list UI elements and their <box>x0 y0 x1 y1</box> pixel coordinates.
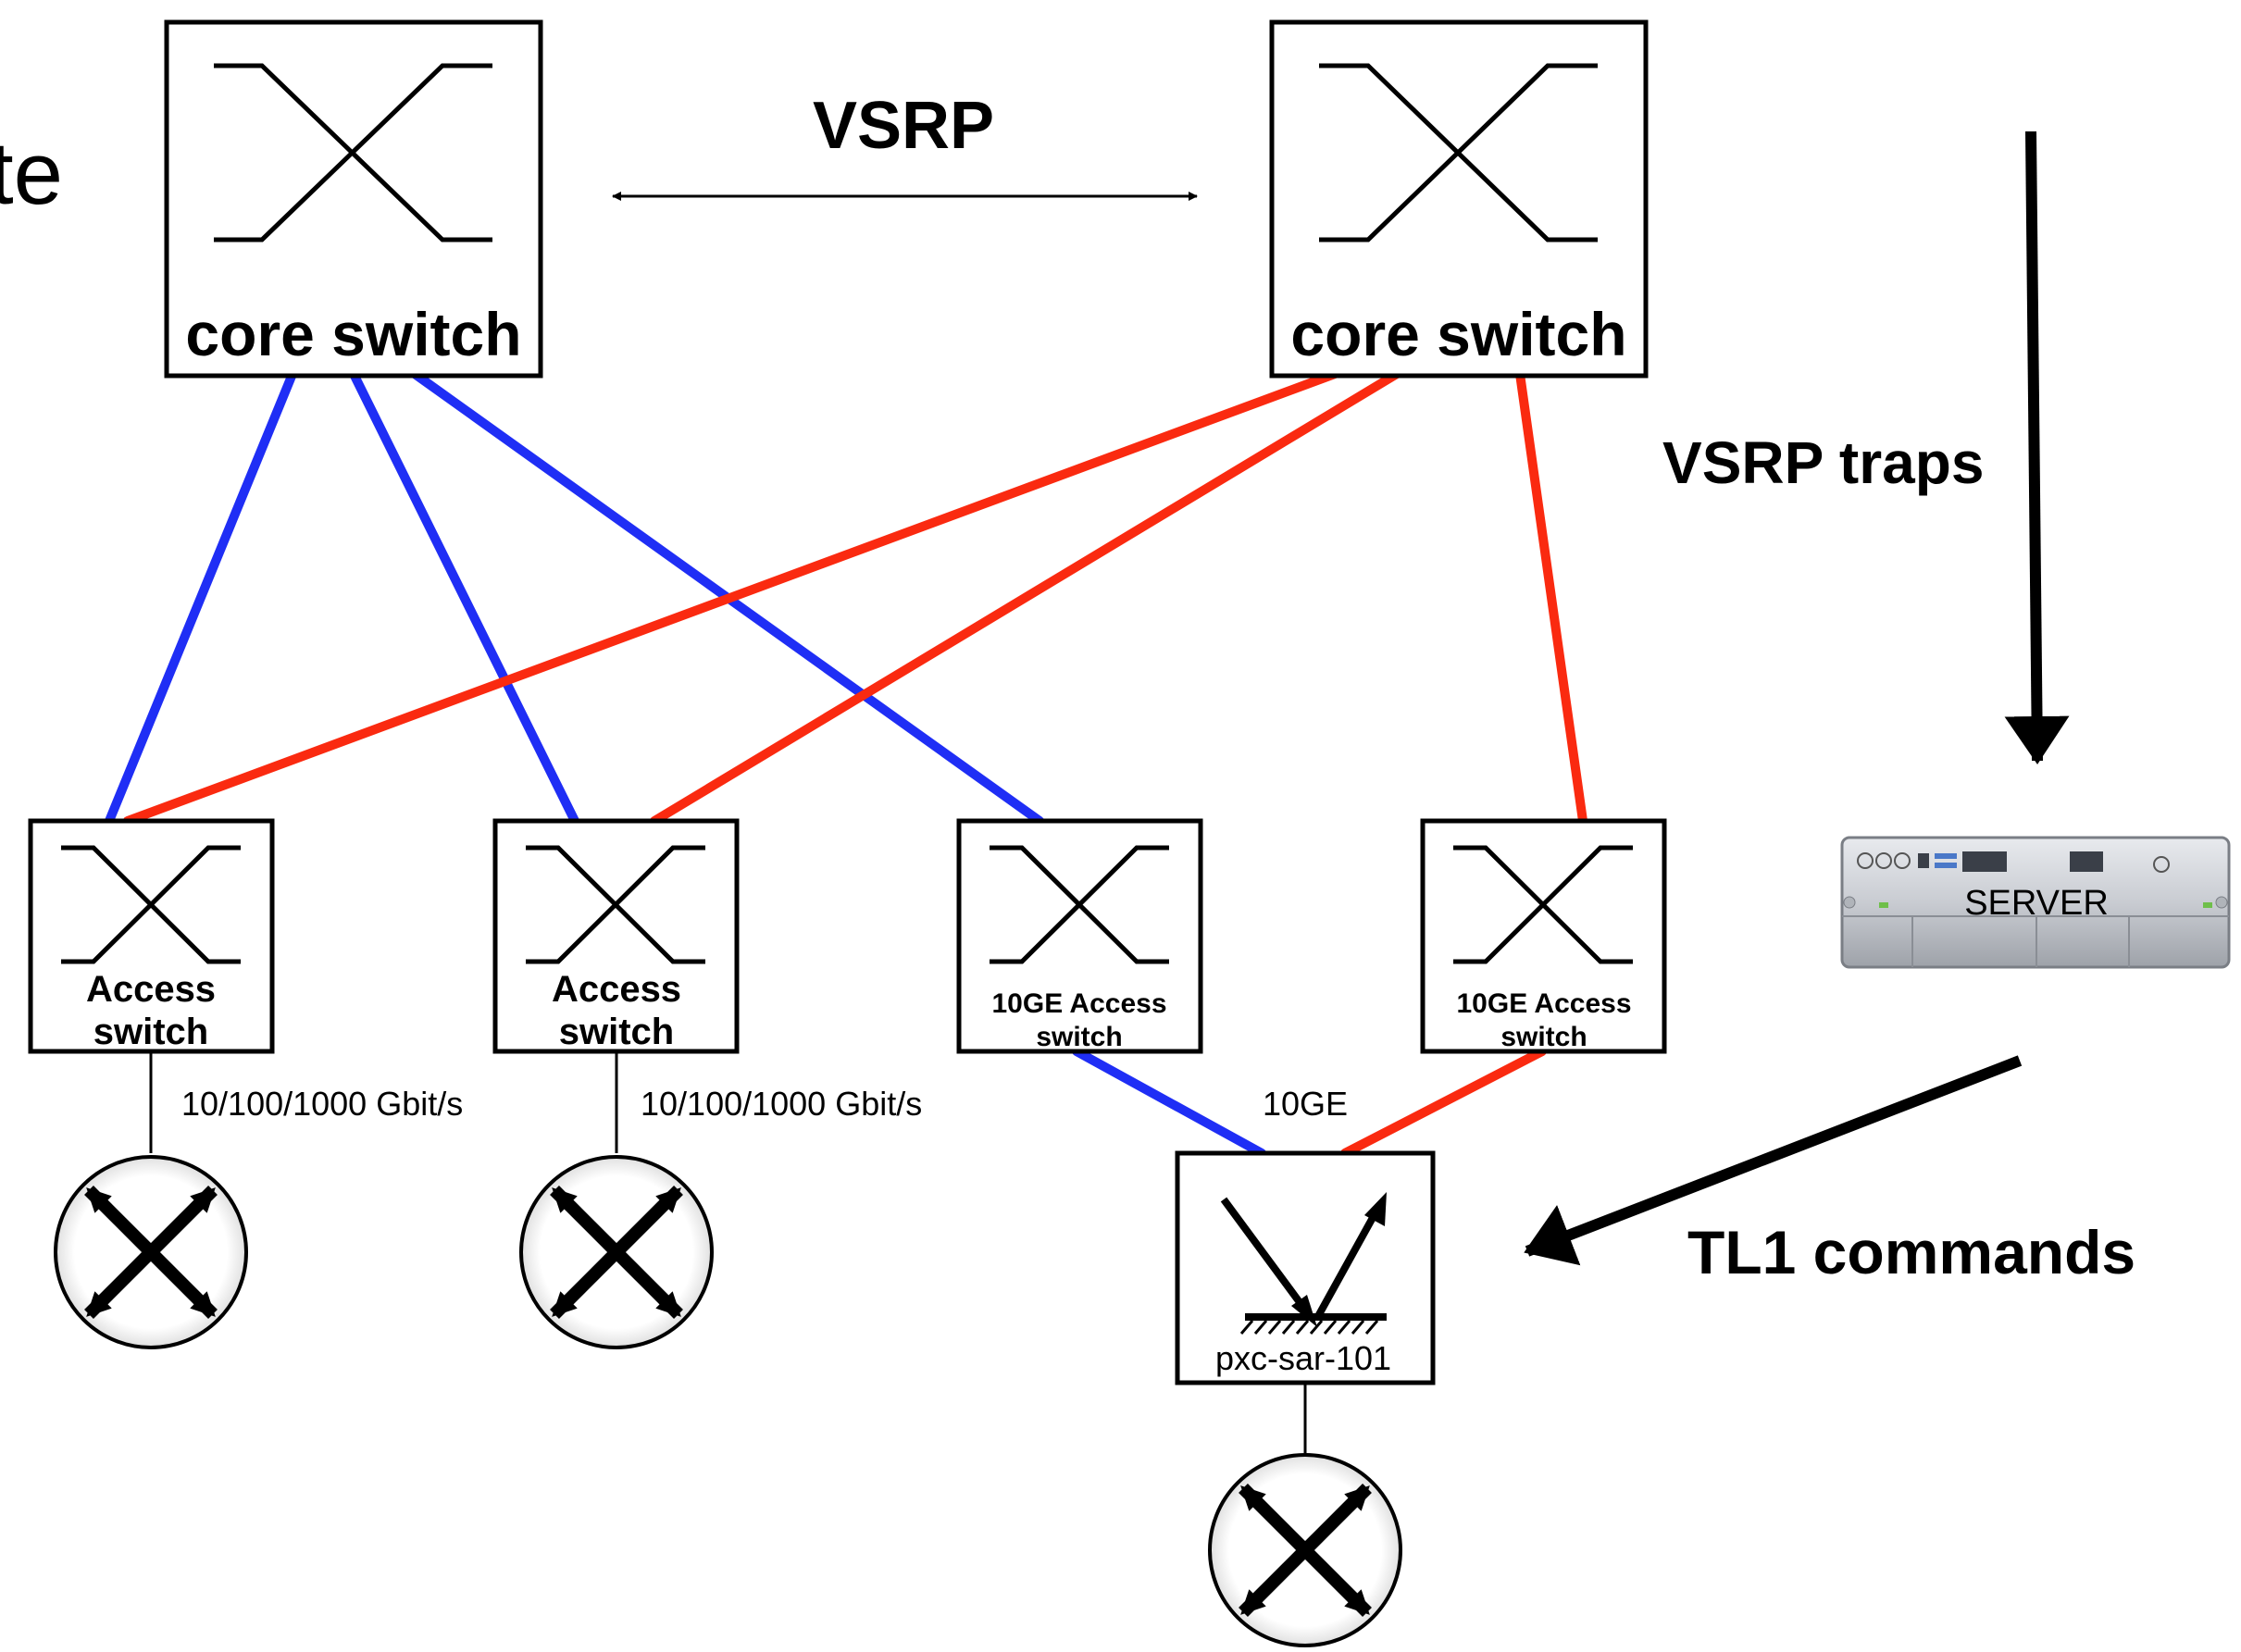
crossover-switch-icon <box>990 845 1169 964</box>
core-switch-left: core switch <box>164 19 543 379</box>
crossover-switch-icon <box>1319 63 1598 242</box>
vsrp-label: VSRP <box>813 89 994 163</box>
link-speed-label: 10/100/1000 Gbit/s <box>181 1085 463 1123</box>
access-switch-label-line2: switch <box>1500 1022 1587 1052</box>
link-core2-access2 <box>650 369 1401 826</box>
link-access3-sar <box>1072 1047 1266 1158</box>
link-access4-sar <box>1340 1047 1547 1158</box>
tl1-commands-arrow <box>1524 1055 2023 1266</box>
crossover-switch-icon <box>1453 845 1633 964</box>
router-icon <box>1239 1484 1372 1617</box>
link-core2-access1 <box>123 369 1339 826</box>
router-1 <box>54 1155 248 1349</box>
title-fragment: te <box>0 124 63 223</box>
crossover-switch-icon <box>214 63 492 242</box>
secondary-links <box>123 369 1587 1158</box>
core-switch-label: core switch <box>185 300 521 368</box>
access-switch-label-line2: switch <box>559 1012 674 1052</box>
server: SERVER <box>1840 836 2231 969</box>
link-core2-access4 <box>1515 369 1587 826</box>
sar-box: pxc-sar-101 <box>1175 1150 1436 1385</box>
access-switch-label-line1: 10GE Access <box>1456 988 1631 1019</box>
server-label: SERVER <box>1964 884 2109 923</box>
link-speed-label: 10/100/1000 Gbit/s <box>641 1085 922 1123</box>
router-icon <box>84 1186 218 1319</box>
access-switch-label-line1: Access <box>86 969 216 1010</box>
access-switch-label-line1: Access <box>552 969 681 1010</box>
crossover-switch-icon <box>61 845 241 964</box>
access-switch-4: 10GE Access switch <box>1420 818 1667 1054</box>
vsrp-traps-label: VSRP traps <box>1662 429 1984 496</box>
sar-label: pxc-sar-101 <box>1215 1339 1391 1377</box>
access-switch-label-line1: 10GE Access <box>991 988 1166 1019</box>
link-core1-access2 <box>349 369 579 826</box>
tl1-commands-label: TL1 commands <box>1687 1218 2135 1286</box>
link-10ge-label: 10GE <box>1263 1085 1348 1123</box>
core-switch-right: core switch <box>1269 19 1649 379</box>
router-icon <box>550 1186 683 1319</box>
vsrp-traps-arrow <box>2004 130 2070 764</box>
access-switch-3: 10GE Access switch <box>956 818 1203 1054</box>
router-2 <box>519 1155 714 1349</box>
access-switch-label-line2: switch <box>93 1012 208 1052</box>
reflect-switch-icon <box>1220 1192 1387 1335</box>
router-3 <box>1208 1453 1402 1647</box>
link-core1-access1 <box>105 369 297 826</box>
access-switch-1: Access switch <box>28 818 275 1054</box>
access-switch-2: Access switch <box>492 818 740 1054</box>
core-switch-label: core switch <box>1290 300 1626 368</box>
access-switch-label-line2: switch <box>1036 1022 1122 1052</box>
crossover-switch-icon <box>526 845 705 964</box>
